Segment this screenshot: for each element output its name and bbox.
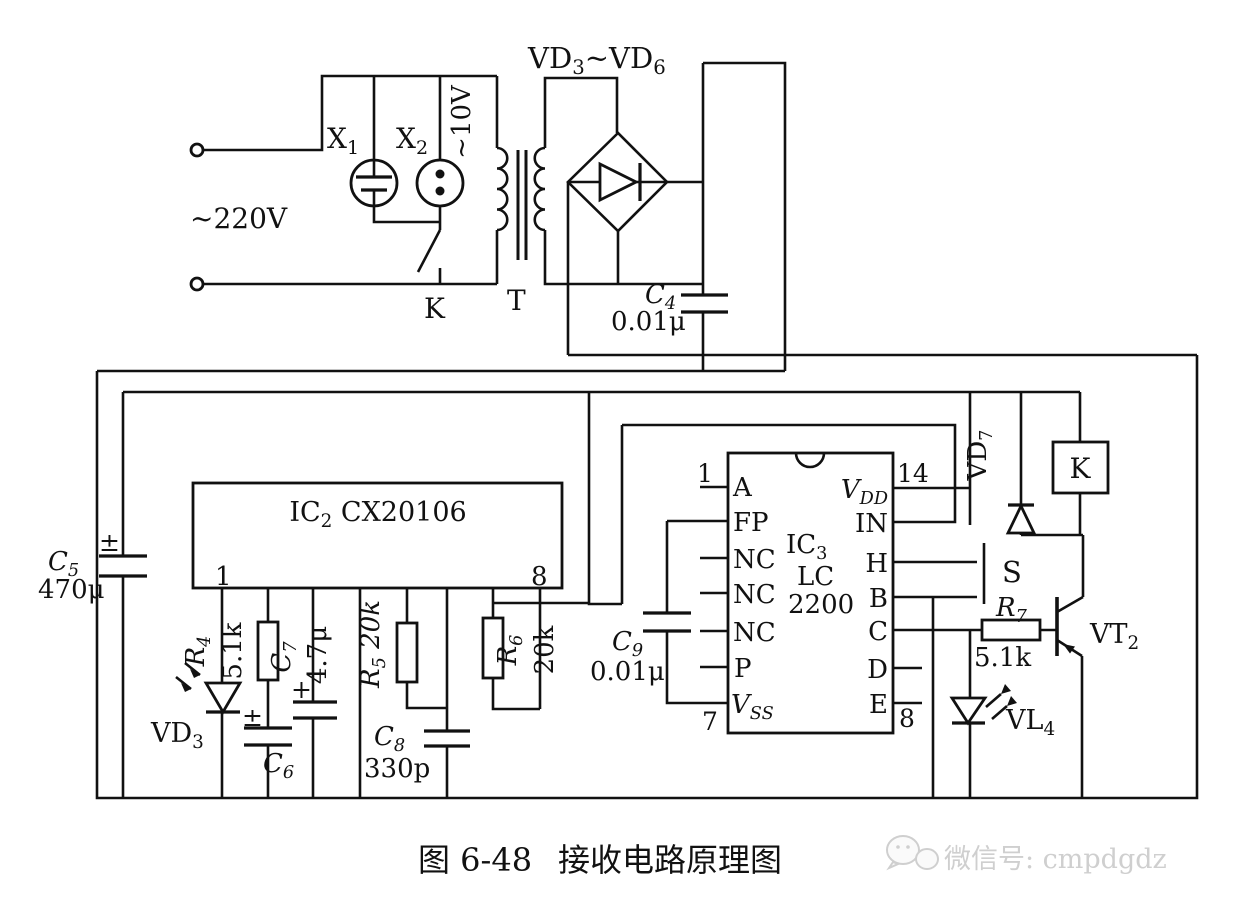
ic3-pin-fp: FP [733, 508, 769, 538]
r4-value: 5.1k [218, 622, 248, 679]
ic3-pin7-number: 7 [702, 707, 718, 736]
bridge-rectifier-icon [566, 131, 669, 233]
c5-polarity: ± [99, 528, 120, 557]
switch-s-label: S [1002, 555, 1022, 589]
vl4-label: VL4 [1005, 705, 1055, 740]
ic3-pin-vss: VSS [731, 690, 774, 724]
terminal-top-icon [189, 142, 205, 158]
transformer-label: T [507, 284, 526, 317]
vd7-label: VD7 [963, 430, 997, 482]
ic3-name-line1: IC3 [786, 530, 827, 564]
ic3-pin14-number: 14 [897, 459, 929, 488]
ic3-pin-a: A [732, 473, 753, 503]
c7-value: 4.7μ [303, 626, 333, 684]
ic2-pin8-label: 8 [531, 562, 548, 592]
ic3-pin-nc3: NC [733, 618, 776, 648]
ic2-pin1-label: 1 [215, 562, 232, 592]
socket-x1-icon [349, 158, 399, 208]
resistor-r6-icon [481, 616, 505, 680]
c6-polarity: ± [242, 703, 263, 732]
ic3-name-line3: 2200 [788, 590, 854, 620]
diode-vd7-icon [1005, 502, 1037, 535]
ic3-pin-c: C [868, 617, 888, 647]
figure-title: 接收电路原理图 [558, 841, 782, 879]
cap-c6-icon [244, 726, 292, 747]
c8-label: C8 [374, 722, 405, 756]
ic3-pin-p: P [734, 654, 752, 684]
bridge-diode-icon [598, 161, 640, 203]
ic3-pin-b: B [869, 584, 888, 614]
led-vl4-icon [949, 684, 1017, 726]
c4-value: 0.01μ [611, 307, 686, 337]
x2-label: X2 [396, 122, 428, 159]
ic2-box [191, 481, 564, 590]
ic3-notch-icon [794, 452, 826, 469]
wechat-icon [886, 835, 939, 871]
cap-c9-icon [643, 611, 691, 633]
mains-terminals [189, 142, 205, 292]
secondary-coil-icon [533, 146, 546, 232]
photodiode-vd3-icon [175, 661, 243, 715]
secondary-voltage-label: ~10V [447, 84, 477, 159]
r4-label: R4 [181, 636, 215, 668]
c7-label: C7 [267, 641, 301, 673]
vt2-label: VT2 [1089, 619, 1139, 654]
switch-k-label: K [424, 292, 446, 325]
socket-x2-icon [415, 158, 465, 208]
ic3-name-line2: LC [797, 562, 834, 592]
r7-label: R7 [995, 593, 1028, 627]
resistor-r7-icon [980, 618, 1042, 642]
x1-label: X1 [327, 122, 359, 159]
mains-voltage-label: ~220V [190, 202, 288, 235]
r5-label: R5 20k [356, 600, 390, 689]
ic3-pin8-number: 8 [899, 704, 915, 733]
transistor-vt2-icon [1055, 595, 1084, 658]
ic3-pin-in: IN [855, 509, 888, 539]
ic3-pin-nc2: NC [733, 580, 776, 610]
c9-label: C9 [612, 627, 643, 661]
ic3-box [726, 451, 895, 735]
c7-polarity: + [291, 675, 312, 704]
cap-c8-icon [424, 729, 470, 748]
figure-number: 图 6-48 [418, 841, 532, 879]
ic3-pin1-number: 1 [697, 459, 713, 488]
ic3-pin-nc1: NC [733, 545, 776, 575]
bridge-label: VD3~VD6 [527, 41, 666, 79]
cap-c7-icon [293, 700, 337, 720]
watermark-text: 微信号: cmpdgdz [944, 844, 1167, 875]
c5-label: C5 [48, 547, 79, 581]
ic2-label: IC2 CX20106 [289, 497, 466, 532]
ic3-pin-vdd: VDD [841, 475, 888, 509]
c4-label: C4 [645, 280, 676, 314]
c8-value: 330p [364, 754, 430, 784]
ic3-pin-e: E [869, 690, 888, 720]
c6-label: C6 [263, 749, 294, 783]
relay-k-label: K [1070, 452, 1092, 485]
r6-value: 20k [530, 625, 560, 674]
ic3-pin-d: D [867, 655, 888, 685]
vd3-label: VD3 [150, 718, 204, 753]
r6-label: R6 [493, 635, 527, 667]
terminal-bottom-icon [189, 276, 205, 292]
r7-value: 5.1k [974, 643, 1031, 673]
ic3-pin-h: H [865, 549, 888, 579]
cap-c4-icon [681, 293, 728, 314]
transformer-icon [496, 146, 546, 260]
c9-value: 0.01μ [590, 657, 665, 687]
c5-value: 470μ [38, 575, 105, 605]
resistor-r5-icon [395, 621, 419, 684]
switch-k-icon [416, 229, 442, 273]
resistor-r4-icon [256, 620, 280, 682]
wires [95, 61, 1199, 800]
primary-coil-icon [496, 146, 509, 232]
cap-c5-icon [99, 554, 147, 578]
relay-k-icon [1051, 440, 1110, 495]
